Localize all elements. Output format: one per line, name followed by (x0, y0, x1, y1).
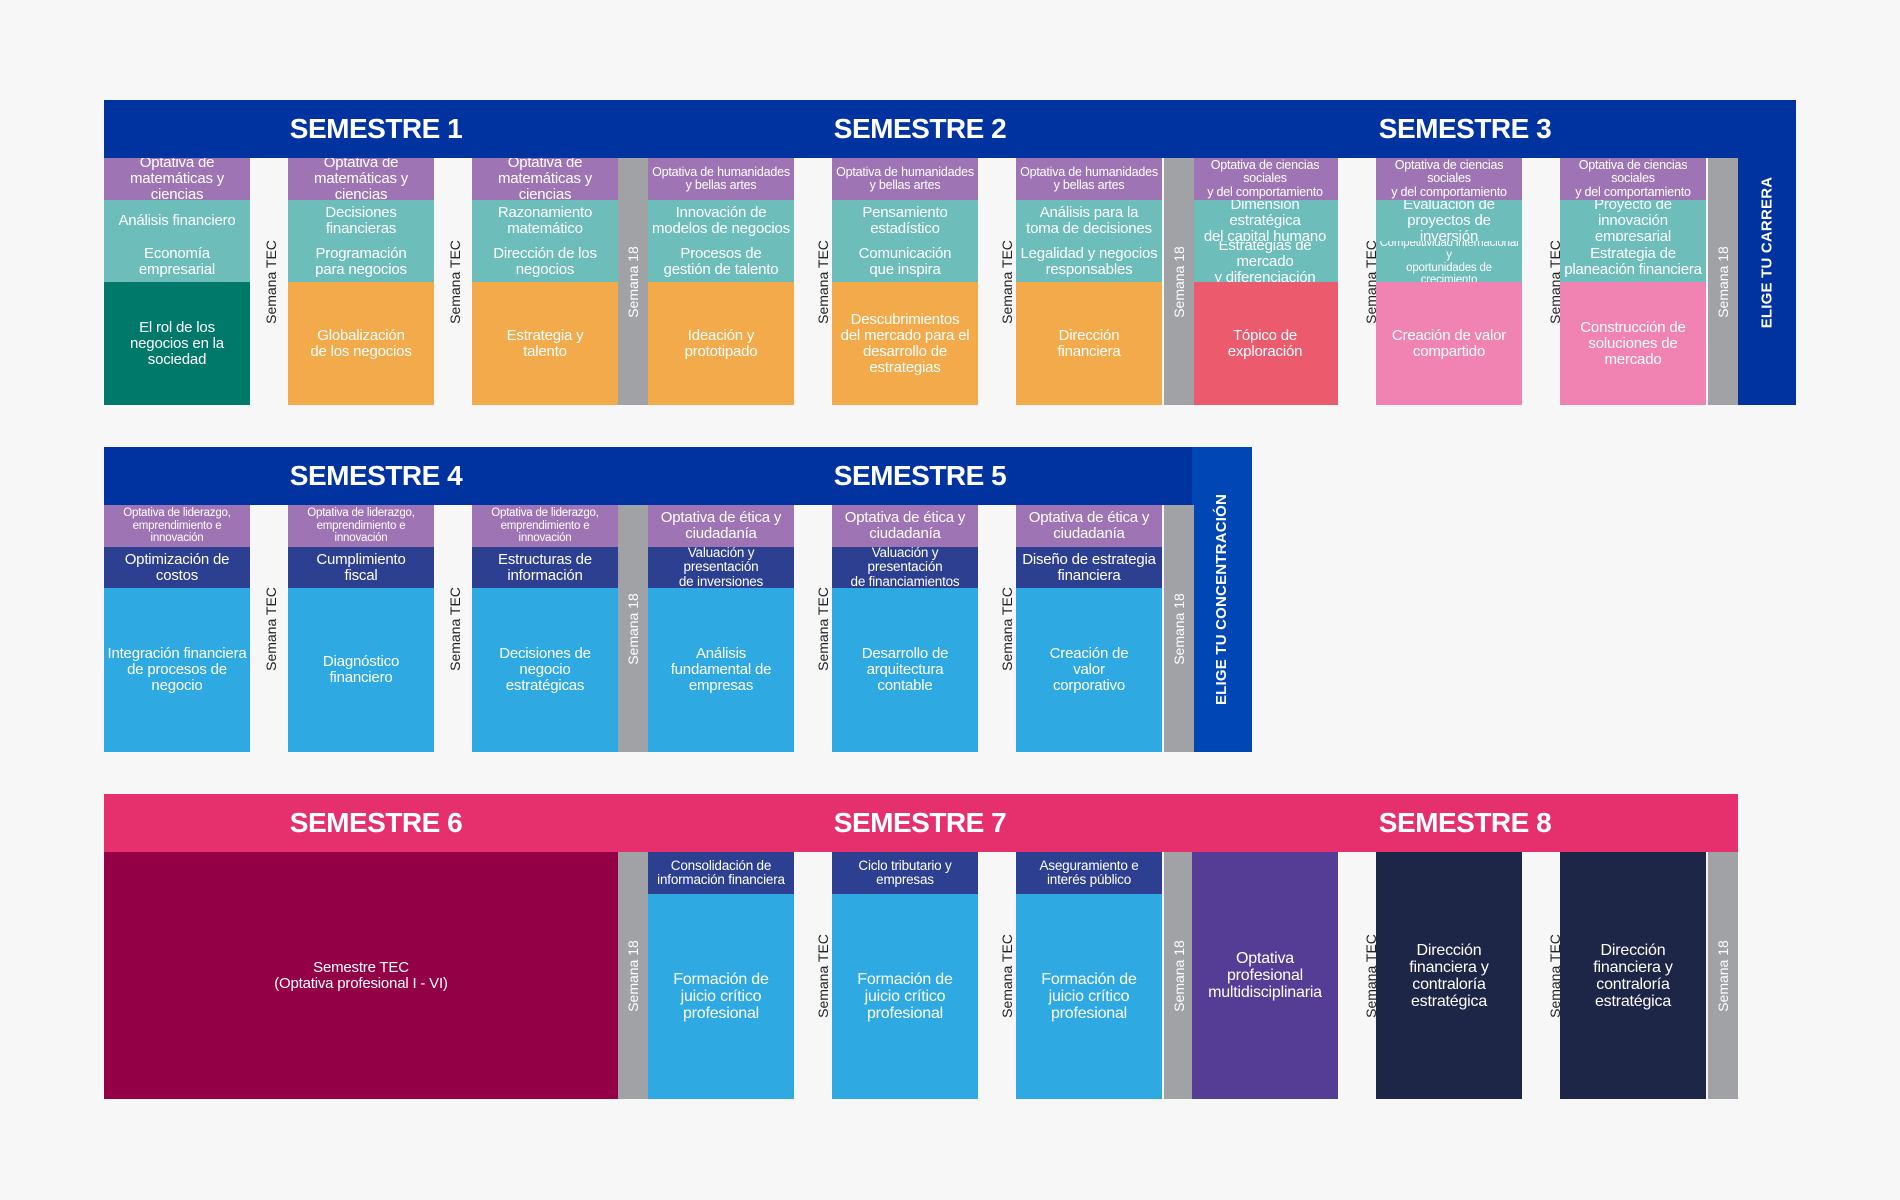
semester-1-header: SEMESTRE 1 (104, 100, 648, 158)
semana-tec-row3-2: Semana TEC (999, 933, 1015, 1018)
course-s2-2-core-a: Pensamiento estadístico (832, 200, 978, 241)
semana-tec-row1-5: Semana TEC (1363, 239, 1379, 324)
semester-7-header: SEMESTRE 7 (648, 794, 1192, 852)
course-s3-2-core-b: Competitividad internacional y oportunid… (1376, 241, 1522, 282)
course-s3-1-core-b: Estrategias de mercado y diferenciación (1192, 241, 1338, 282)
semana-18-row2-1: Semana 18 (618, 505, 648, 752)
course-s4-3-block: Decisiones de negocio estratégicas (472, 588, 618, 752)
semana-18-row1-3: Semana 18 (1708, 158, 1738, 405)
course-s3-2-core-a: Evaluación de proyectos de inversión (1376, 200, 1522, 241)
semestre-tec-block: Semestre TEC (Optativa profesional I - V… (104, 852, 618, 1099)
course-s1-3-block: Estrategia y talento (472, 282, 618, 405)
elige-carrera-bg (1738, 100, 1796, 405)
course-s4-3-elective: Optativa de liderazgo, emprendimiento e … (472, 505, 618, 547)
semana-tec-row3-3: Semana TEC (1363, 933, 1379, 1018)
course-s5-3-block: Creación de valor corporativo (1016, 588, 1162, 752)
course-s3-1-block: Tópico de exploración (1192, 282, 1338, 405)
course-s5-1-elective: Optativa de ética y ciudadanía (648, 505, 794, 547)
course-s5-2-block: Desarrollo de arquitectura contable (832, 588, 978, 752)
course-s2-2-core-b: Comunicación que inspira (832, 241, 978, 282)
course-s7-1-core: Consolidación de información financiera (648, 852, 794, 894)
course-s3-1-elective: Optativa de ciencias sociales y del comp… (1192, 158, 1338, 200)
course-s5-3-elective: Optativa de ética y ciudadanía (1016, 505, 1162, 547)
course-s4-2-elective: Optativa de liderazgo, emprendimiento e … (288, 505, 434, 547)
course-s2-1-elective: Optativa de humanidades y bellas artes (648, 158, 794, 200)
semana-18-row2-2: Semana 18 (1164, 505, 1194, 752)
course-s1-2-elective: Optativa de matemáticas y ciencias (288, 158, 434, 200)
course-s3-3-core-a: Proyecto de innovación empresarial (1560, 200, 1706, 241)
course-s2-3-block: Dirección financiera (1016, 282, 1162, 405)
semana-tec-row1-6: Semana TEC (1547, 239, 1563, 324)
course-s1-3-core-b: Dirección de los negocios (472, 241, 618, 282)
course-s2-2-elective: Optativa de humanidades y bellas artes (832, 158, 978, 200)
course-s1-3-elective: Optativa de matemáticas y ciencias (472, 158, 618, 200)
course-s7-2-core: Ciclo tributario y empresas (832, 852, 978, 894)
semester-6-header: SEMESTRE 6 (104, 794, 648, 852)
semana-tec-row2-4: Semana TEC (999, 586, 1015, 671)
course-s2-3-elective: Optativa de humanidades y bellas artes (1016, 158, 1162, 200)
semana-tec-row3-4: Semana TEC (1547, 933, 1563, 1018)
semana-18-row3-3: Semana 18 (1708, 852, 1738, 1099)
course-s4-2-block: Diagnóstico financiero (288, 588, 434, 752)
semana-tec-row2-3: Semana TEC (815, 586, 831, 671)
semana-18-row3-2: Semana 18 (1164, 852, 1194, 1099)
semana-tec-row1-2: Semana TEC (447, 239, 463, 324)
course-s3-2-elective: Optativa de ciencias sociales y del comp… (1376, 158, 1522, 200)
course-s2-1-core-b: Procesos de gestión de talento (648, 241, 794, 282)
course-s3-3-core-b: Estrategia de planeación financiera (1560, 241, 1706, 282)
course-s1-2-core-b: Programación para negocios (288, 241, 434, 282)
course-s3-1-core-a: Dimensión estratégica del capital humano (1192, 200, 1338, 241)
course-s4-1-elective: Optativa de liderazgo, emprendimiento e … (104, 505, 250, 547)
elige-concentracion-bg (1192, 447, 1252, 752)
course-s3-3-block: Construcción de soluciones de mercado (1560, 282, 1706, 405)
course-s4-1-block: Integración financiera de procesos de ne… (104, 588, 250, 752)
course-s5-1-core: Valuación y presentación de inversiones (648, 547, 794, 588)
course-s5-2-elective: Optativa de ética y ciudadanía (832, 505, 978, 547)
course-s3-2-block: Creación de valor compartido (1376, 282, 1522, 405)
course-s1-1-elective: Optativa de matemáticas y ciencias (104, 158, 250, 200)
semana-tec-row2-1: Semana TEC (263, 586, 279, 671)
course-s8-2-block: Dirección financiera y contraloría estra… (1376, 852, 1522, 1099)
course-s1-1-block: El rol de los negocios en la sociedad (104, 282, 250, 405)
course-s5-2-core: Valuación y presentación de financiamien… (832, 547, 978, 588)
course-s1-2-block: Globalización de los negocios (288, 282, 434, 405)
semana-tec-row3-1: Semana TEC (815, 933, 831, 1018)
semana-tec-row1-3: Semana TEC (815, 239, 831, 324)
semana-18-row1-1: Semana 18 (618, 158, 648, 405)
semana-tec-row1-1: Semana TEC (263, 239, 279, 324)
course-s2-3-core-b: Legalidad y negocios responsables (1016, 241, 1162, 282)
course-s4-2-core: Cumplimiento fiscal (288, 547, 434, 588)
course-s2-2-block: Descubrimientos del mercado para el desa… (832, 282, 978, 405)
semana-18-row3-1: Semana 18 (618, 852, 648, 1099)
semester-4-header: SEMESTRE 4 (104, 447, 648, 505)
course-s5-3-core: Diseño de estrategia financiera (1016, 547, 1162, 588)
course-s7-3-block: Formación de juicio crítico profesional (1016, 894, 1162, 1099)
semana-tec-row2-2: Semana TEC (447, 586, 463, 671)
semana-tec-row1-4: Semana TEC (999, 239, 1015, 324)
semester-8-header: SEMESTRE 8 (1192, 794, 1738, 852)
course-s1-1-core-a: Análisis financiero (104, 200, 250, 241)
course-s1-3-core-a: Razonamiento matemático (472, 200, 618, 241)
semester-2-header: SEMESTRE 2 (648, 100, 1192, 158)
course-s1-1-core-b: Economía empresarial (104, 241, 250, 282)
course-s2-1-core-a: Innovación de modelos de negocios (648, 200, 794, 241)
course-s4-1-core: Optimización de costos (104, 547, 250, 588)
semester-3-header: SEMESTRE 3 (1192, 100, 1738, 158)
course-s4-3-core: Estructuras de información (472, 547, 618, 588)
semana-18-row1-2: Semana 18 (1164, 158, 1194, 405)
course-s7-3-core: Aseguramiento e interés público (1016, 852, 1162, 894)
course-s7-1-block: Formación de juicio crítico profesional (648, 894, 794, 1099)
elige-concentracion-label: ELIGE TU CONCENTRACIÓN (1213, 493, 1231, 706)
course-s1-2-core-a: Decisiones financieras (288, 200, 434, 241)
elige-carrera-label: ELIGE TU CARRERA (1758, 176, 1776, 329)
semester-5-header: SEMESTRE 5 (648, 447, 1192, 505)
course-s5-1-block: Análisis fundamental de empresas (648, 588, 794, 752)
course-s7-2-block: Formación de juicio crítico profesional (832, 894, 978, 1099)
course-s8-3-block: Dirección financiera y contraloría estra… (1560, 852, 1706, 1099)
course-s2-3-core-a: Análisis para la toma de decisiones (1016, 200, 1162, 241)
course-s2-1-block: Ideación y prototipado (648, 282, 794, 405)
course-s3-3-elective: Optativa de ciencias sociales y del comp… (1560, 158, 1706, 200)
course-s8-1-block: Optativa profesional multidisciplinaria (1192, 852, 1338, 1099)
